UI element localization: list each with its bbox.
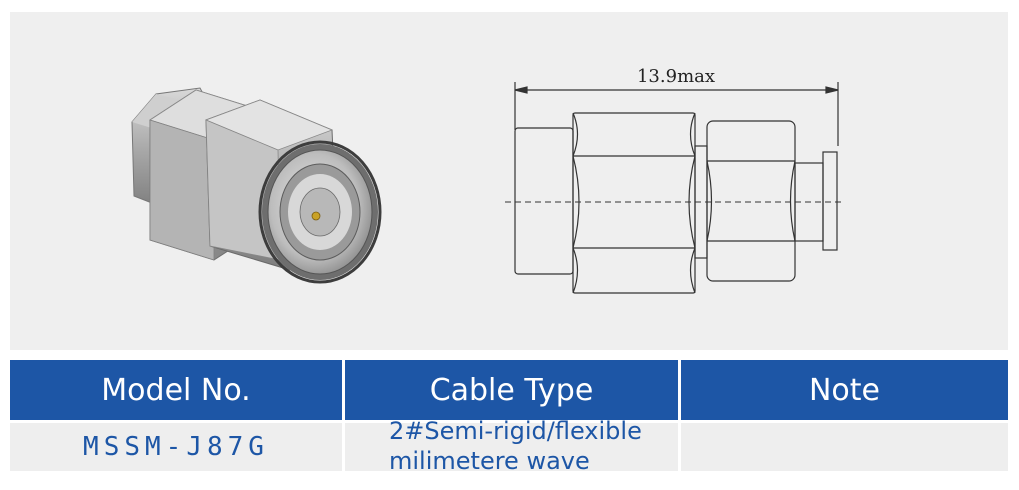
model-value: MSSM-J87G	[83, 432, 269, 462]
cell-cable-type: 2#Semi-rigid/flexible milimetere wave	[342, 417, 678, 475]
spec-table: Model No. Cable Type Note MSSM-J87G 2#Se…	[10, 360, 1008, 475]
connector-photo	[131, 87, 382, 284]
table-row: MSSM-J87G 2#Semi-rigid/flexible milimete…	[10, 417, 1008, 475]
cable-type-value: 2#Semi-rigid/flexible milimetere wave	[389, 417, 642, 475]
header-cable-type: Cable Type	[342, 360, 678, 420]
dimension-label: 13.9max	[637, 66, 715, 87]
dimension-drawing: 13.9max	[505, 66, 845, 294]
header-note: Note	[678, 360, 1008, 420]
table-header-row: Model No. Cable Type Note	[10, 360, 1008, 420]
cell-model: MSSM-J87G	[10, 423, 342, 471]
header-model-no: Model No.	[10, 360, 342, 420]
cell-note	[678, 423, 1008, 471]
